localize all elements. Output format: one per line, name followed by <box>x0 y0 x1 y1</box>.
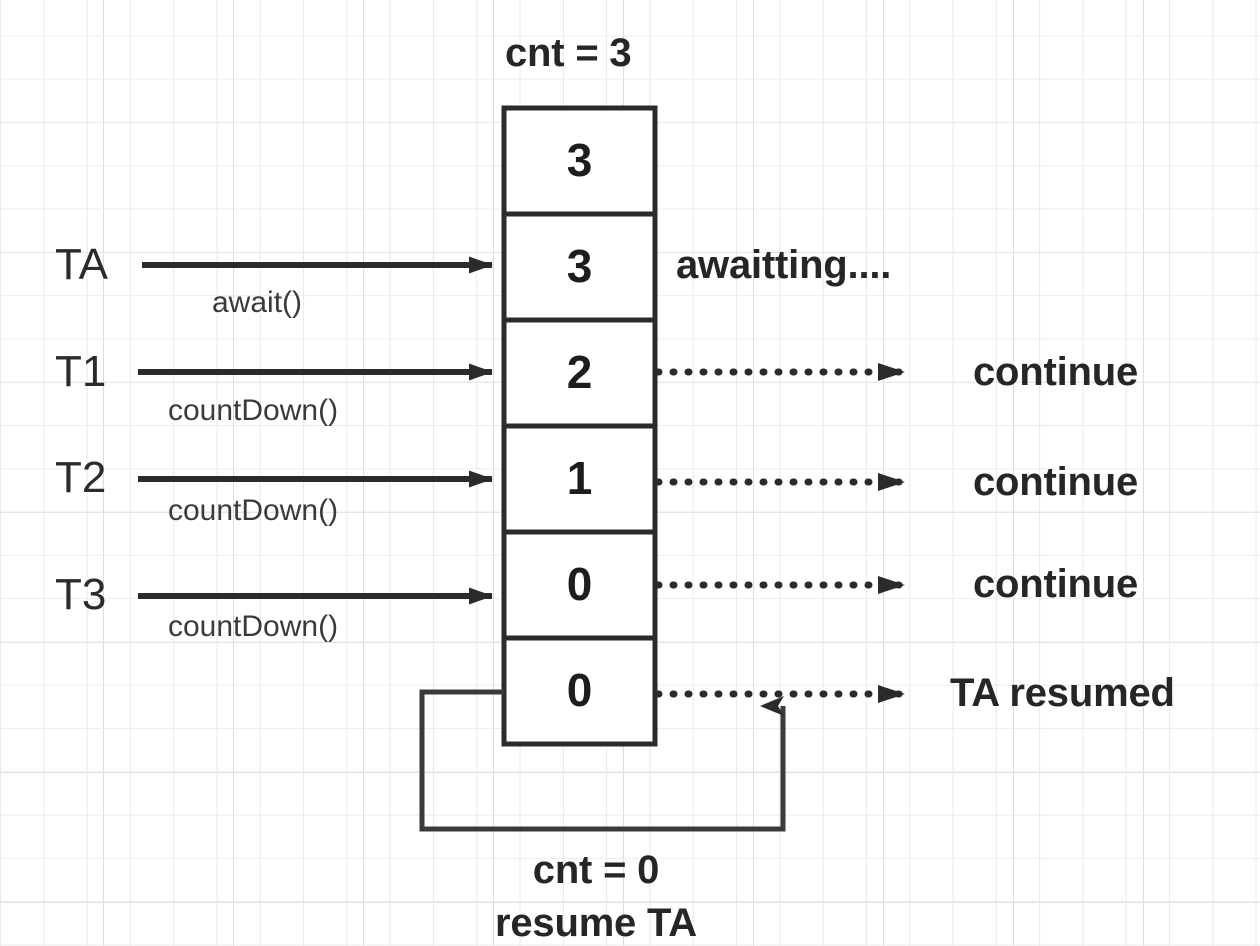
call-label-t1: countDown() <box>168 394 339 427</box>
top-count-label: cnt = 3 <box>505 31 632 75</box>
counter-column-boxes <box>501 105 658 747</box>
thread-label-ta: TA <box>55 240 108 289</box>
call-label-ta: await() <box>212 286 303 319</box>
bottom-caption-resume: resume TA <box>495 901 697 945</box>
thread-call-arrows <box>138 256 493 605</box>
outcome-label-continue-3: continue <box>973 562 1139 606</box>
resume-feedback-loop <box>419 689 786 832</box>
thread-label-t3: T3 <box>55 570 107 619</box>
thread-label-t2: T2 <box>55 453 107 502</box>
outcome-label-ta-resumed: TA resumed <box>950 671 1175 715</box>
outcome-label-continue-2: continue <box>973 460 1139 504</box>
call-label-t3: countDown() <box>168 610 339 643</box>
cell-value-1: 3 <box>566 240 593 292</box>
cell-value-0: 3 <box>566 134 593 186</box>
outcome-label-awaiting: awaitting.... <box>676 243 892 287</box>
bottom-caption-count: cnt = 0 <box>532 848 660 892</box>
thread-label-t1: T1 <box>55 347 107 396</box>
outcome-label-continue-1: continue <box>973 350 1139 394</box>
cell-value-4: 0 <box>566 558 593 610</box>
cell-value-2: 2 <box>566 346 593 398</box>
call-label-t2: countDown() <box>168 494 339 527</box>
cell-value-5: 0 <box>566 664 593 716</box>
cell-value-3: 1 <box>566 452 593 504</box>
outcome-arrows <box>654 363 909 703</box>
